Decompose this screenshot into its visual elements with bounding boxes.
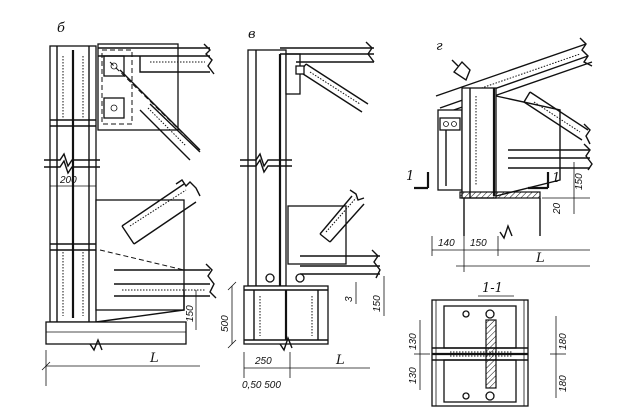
panel-g-section-mark-right: 1	[552, 171, 560, 186]
section-1-1: 1-1 130 130 180 180	[408, 281, 569, 407]
panel-v-dim-bottom: 0,50 500	[242, 380, 281, 391]
panel-b: б	[41, 21, 217, 386]
panel-b-column	[44, 45, 100, 323]
panel-g-dim-20: 20	[552, 202, 563, 215]
panel-g-label: г	[436, 39, 443, 54]
panel-v-base	[243, 273, 329, 352]
panel-b-dim-200: 200	[59, 175, 77, 186]
panel-v-lower-node	[287, 189, 381, 279]
section-dim-180-bottom: 180	[558, 375, 569, 392]
panel-v-label: в	[248, 27, 256, 42]
panel-g-column	[437, 87, 497, 199]
panel-v-dim-150: 150	[372, 295, 383, 312]
panel-g-base-plate	[459, 191, 541, 199]
panel-v-column	[240, 49, 292, 287]
section-label: 1-1	[482, 281, 503, 296]
panel-v-top-node	[280, 41, 375, 113]
panel-g-bottom-chord	[508, 143, 593, 171]
panel-g-top-chord	[435, 37, 593, 113]
panel-b-dim-L: L	[149, 351, 159, 366]
panel-g-dim-140: 140	[438, 238, 455, 249]
section-dim-130-top: 130	[408, 333, 419, 350]
panel-v-dim-250: 250	[254, 356, 272, 367]
panel-g-dim-L: L	[535, 251, 545, 266]
panel-v-dim-3: 3	[344, 296, 355, 302]
panel-v-dim-L: L	[335, 353, 345, 368]
panel-b-base	[45, 321, 187, 345]
section-dim-180-top: 180	[558, 333, 569, 350]
panel-b-label: б	[57, 21, 65, 36]
panel-g: г	[406, 37, 593, 272]
panel-b-dim-150: 150	[185, 305, 196, 322]
panel-v-dim-500: 500	[220, 315, 231, 332]
section-dim-130-bottom: 130	[408, 367, 419, 384]
panel-g-dim-150-right: 150	[574, 173, 585, 190]
panel-b-lower-node	[95, 179, 217, 323]
panel-g-section-mark-left: 1	[406, 169, 414, 184]
section-body	[431, 299, 529, 407]
panel-g-dim-150: 150	[470, 238, 487, 249]
panel-b-top-node	[97, 43, 215, 161]
panel-v: в	[220, 27, 385, 391]
